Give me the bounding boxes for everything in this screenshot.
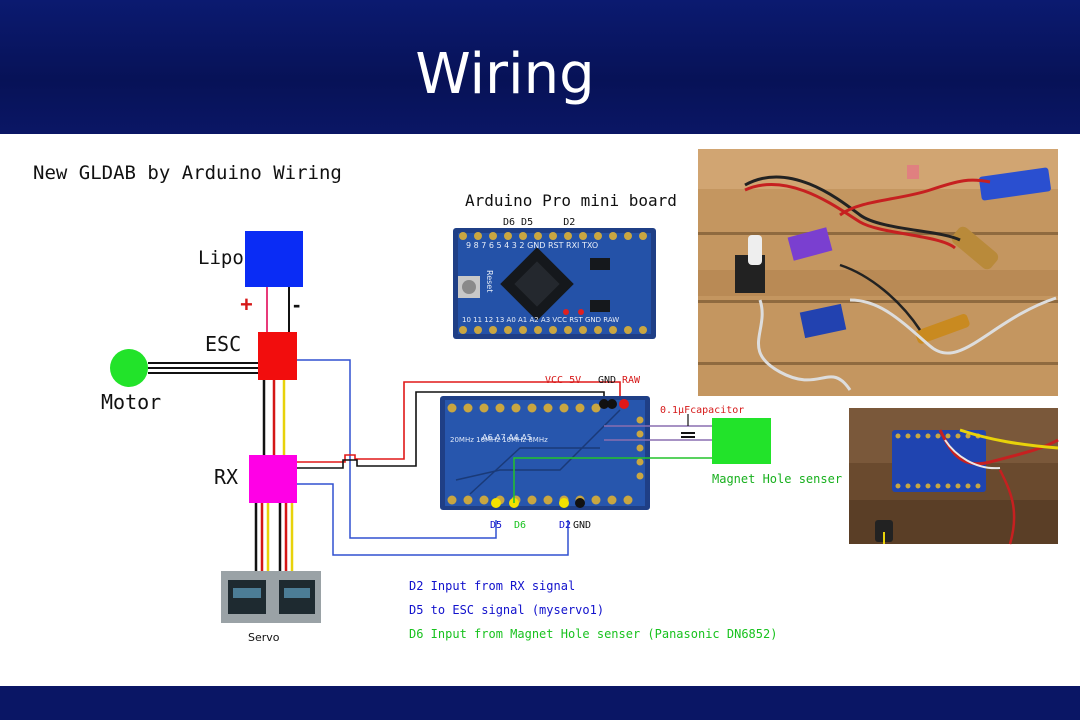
arduino-board-photo: 9 8 7 6 5 4 3 2 GND RST RXI TXO 10 11 12… [453,228,656,339]
title-banner: Wiring [0,0,1080,134]
pin-d2-label: D2 [559,520,571,531]
board-bottom-silk: 10 11 12 13 A0 A1 A2 A3 VCC RST GND RAW [462,316,619,324]
rx-box [249,455,297,503]
board-top-silk: 9 8 7 6 5 4 3 2 GND RST RXI TXO [466,241,598,250]
servo-left [221,571,273,623]
board-bottom-freq: 20MHz 16MHz 10MHz 8MHz [450,436,548,444]
motor-label: Motor [101,390,161,414]
lipo-label: Lipo [198,247,244,269]
wiring-diagram: New GLDAB by Arduino Wiring Lipo + - Mot… [33,149,1059,644]
plus-label: + [240,292,253,317]
note-d2: D2 Input from RX signal [409,579,575,593]
board-top-pins: D6 D5 D2 [503,217,575,228]
note-d5: D5 to ESC signal (myservo1) [409,603,604,617]
board-reset-silk: Reset [485,270,494,292]
note-d6: D6 Input from Magnet Hole senser (Panaso… [409,627,777,641]
footer-bar [0,686,1080,720]
magnet-hole-sensor [712,418,771,464]
raw-label: RAW [622,375,641,386]
wiring-photo-closeup [849,408,1059,545]
pin-d5-label: D5 [490,520,502,531]
board-caption: Arduino Pro mini board [465,191,677,210]
lipo-battery [245,231,303,287]
board-bottom-apins: A6 A7 A4 A5 [482,433,532,442]
vcc-label: VCC 5V [545,375,581,386]
arduino-board-bottom-photo: 20MHz 16MHz 10MHz 8MHz A6 A7 A4 A5 [440,396,650,510]
gnd-top-label: GND [598,375,616,386]
pin-d6-label: D6 [514,520,526,531]
esc-label: ESC [205,332,241,356]
rx-label: RX [214,465,238,489]
slide-title: Wiring [415,42,595,107]
esc-box [258,332,297,380]
wiring-photo-top [698,149,1058,396]
servo-label: Servo [248,631,280,644]
capacitor-label: 0.1μFcapacitor [660,405,744,416]
sensor-label: Magnet Hole senser [712,472,842,486]
minus-label: - [293,292,300,317]
diagram-heading: New GLDAB by Arduino Wiring [33,162,342,184]
motor [110,349,148,387]
pin-gnd-label: GND [573,520,591,531]
servo-right [273,571,321,623]
